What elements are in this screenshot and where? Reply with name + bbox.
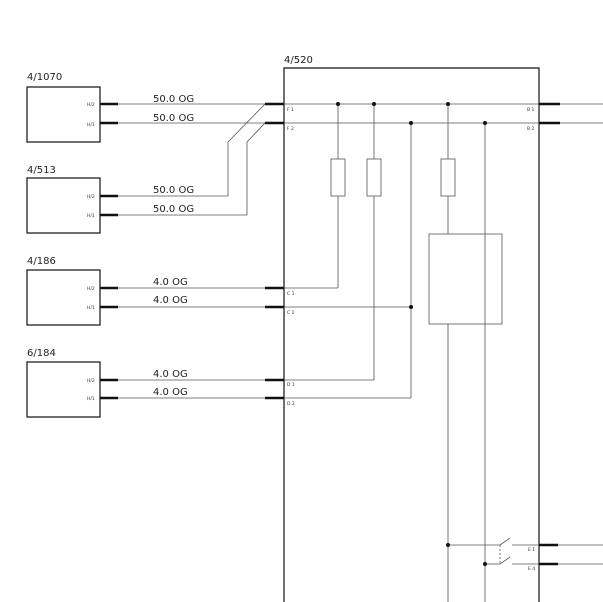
component-4-520[interactable]: 4/520 F 1 F 2 C 1 C 2 D 1 D 2 B 1 B 2 E …: [265, 55, 603, 602]
junction-dot: [409, 121, 413, 125]
pin-label: H/1: [87, 213, 95, 219]
component-label: 6/184: [27, 348, 56, 359]
pin-label: H/2: [87, 102, 95, 108]
component-4-1070[interactable]: 4/1070 H/2 H/1: [26, 72, 118, 143]
pin-label: H/1: [87, 305, 95, 311]
junction-dot: [446, 543, 450, 547]
switch-contact: [499, 556, 511, 565]
component-outline: [283, 67, 540, 602]
pin-label: F 1: [287, 107, 294, 113]
wire-label: 50.0 OG: [153, 204, 194, 215]
junction-dot: [446, 102, 450, 106]
fuse: [440, 158, 456, 197]
wire-label: 4.0 OG: [153, 277, 188, 288]
wire-label: 4.0 OG: [153, 387, 188, 398]
pin-label: B 2: [527, 126, 535, 132]
pin-label: B 1: [527, 107, 535, 113]
pin-label: H/1: [87, 122, 95, 128]
component-label: 4/520: [284, 55, 313, 66]
wire[interactable]: [118, 103, 266, 197]
pin-label: E 4: [528, 566, 535, 572]
component-box: [26, 269, 101, 326]
switch-contact: [499, 537, 511, 546]
component-4-186[interactable]: 4/186 H/2 H/1: [26, 256, 118, 326]
relay-module: [428, 233, 503, 325]
pin-label: E 1: [528, 547, 535, 553]
pin-label: D 2: [287, 401, 295, 407]
wire-label: 50.0 OG: [153, 113, 194, 124]
junction-dot: [409, 305, 413, 309]
pin-label: C 2: [287, 310, 295, 316]
component-6-184[interactable]: 6/184 H/2 H/1: [26, 348, 118, 418]
wire-label: 4.0 OG: [153, 369, 188, 380]
pin-label: H/2: [87, 286, 95, 292]
component-label: 4/186: [27, 256, 56, 267]
pin-label: D 1: [287, 382, 295, 388]
wire[interactable]: [118, 122, 266, 216]
component-box: [26, 361, 101, 418]
junction-dot: [372, 102, 376, 106]
component-4-513[interactable]: 4/513 H/2 H/1: [26, 165, 118, 234]
pin-label: H/2: [87, 378, 95, 384]
pin-label: H/2: [87, 194, 95, 200]
component-label: 4/1070: [27, 72, 62, 83]
wire-label: 4.0 OG: [153, 295, 188, 306]
component-label: 4/513: [27, 165, 56, 176]
pin-label: F 2: [287, 126, 294, 132]
junction-dot: [483, 562, 487, 566]
pin-label: H/1: [87, 396, 95, 402]
wire-label: 50.0 OG: [153, 94, 194, 105]
external-wiring: 50.0 OG 50.0 OG 50.0 OG 50.0 OG 4.0 OG 4…: [118, 94, 266, 399]
junction-dot: [483, 121, 487, 125]
component-box: [26, 177, 101, 234]
fuse: [330, 158, 346, 197]
pin-label: C 1: [287, 291, 295, 297]
component-box: [26, 86, 101, 143]
wire-label: 50.0 OG: [153, 185, 194, 196]
junction-dot: [336, 102, 340, 106]
fuse: [366, 158, 382, 197]
